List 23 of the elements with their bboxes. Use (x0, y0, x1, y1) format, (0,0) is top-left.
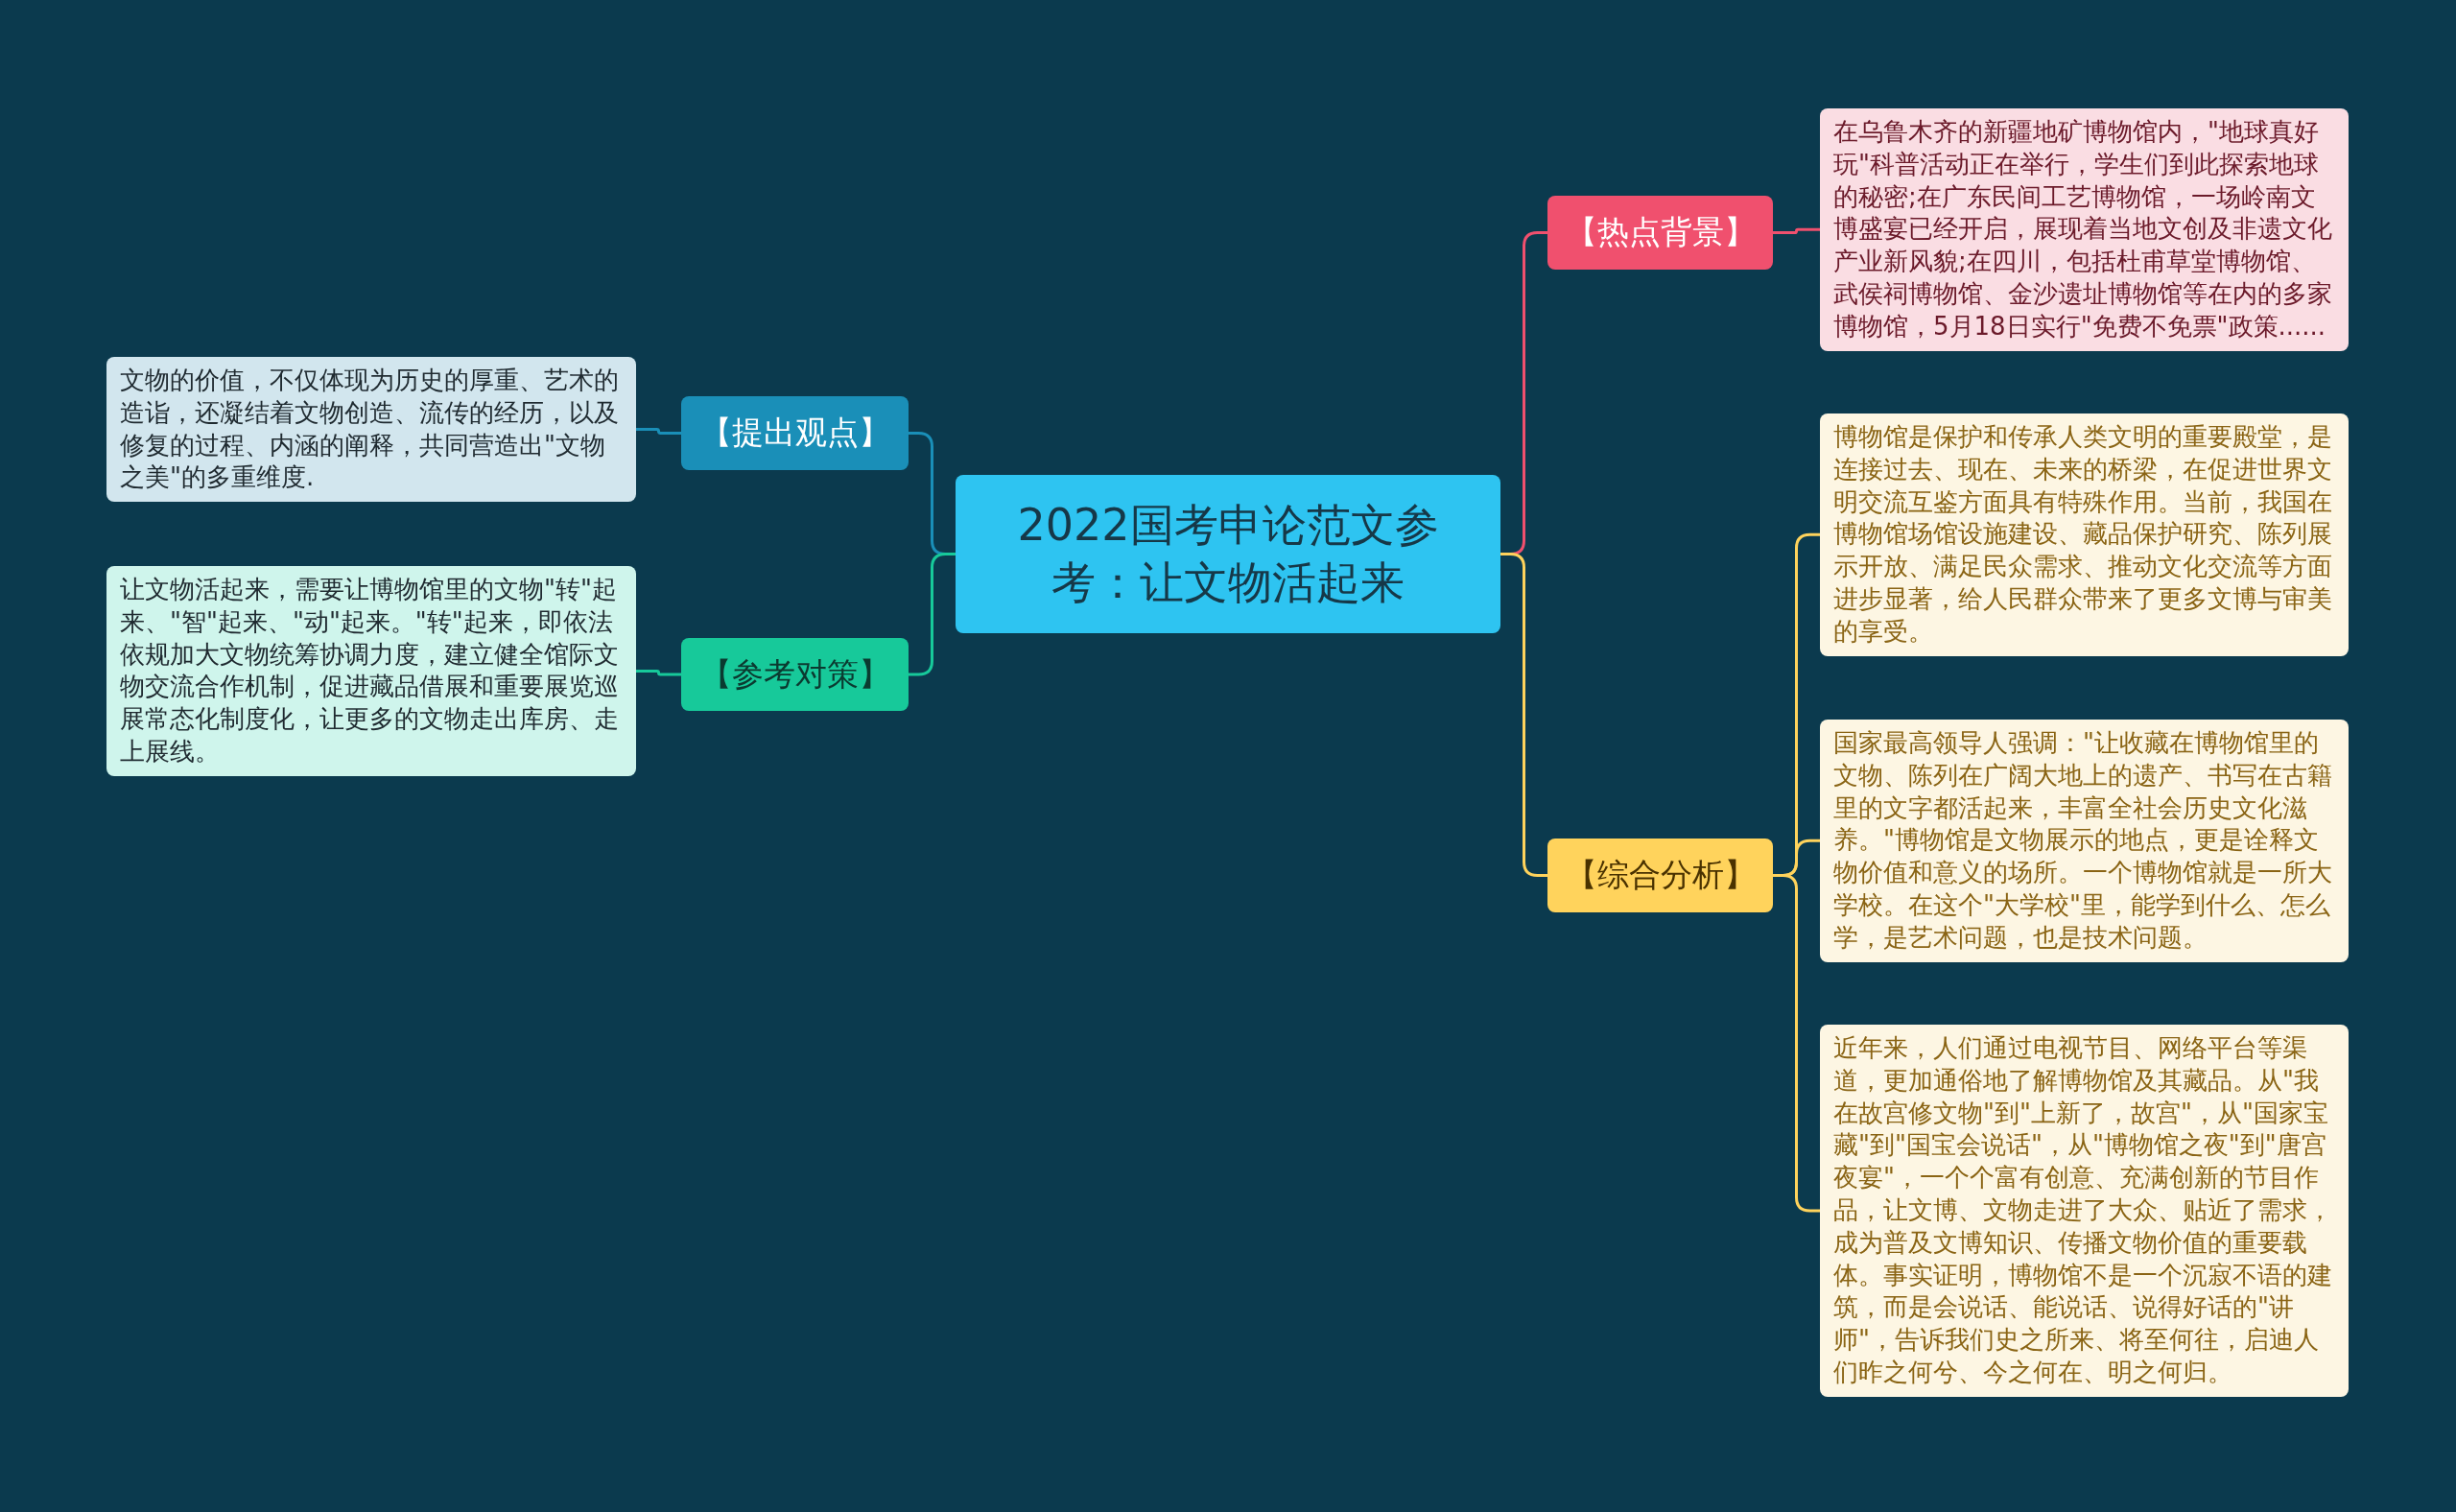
topic-label: 【参考对策】 (698, 653, 891, 695)
paragraph-text: 国家最高领导人强调："让收藏在博物馆里的文物、陈列在广阔大地上的遗产、书写在古籍里的文字都活起来，丰富全社会历史文化滋养。"博物馆是文物展示的地点，更是诠释文物价值和意义的场所。一个博物馆就是一所大学校。在这个"大学校"里，能学到什么、怎么学，是艺术问题，也是技术问题。 (1833, 727, 2333, 954)
connector-line (909, 553, 956, 676)
topic-label: 【综合分析】 (1564, 855, 1757, 896)
connector-line (1773, 874, 1820, 1213)
central-topic (956, 475, 1500, 633)
branch-topic (1547, 196, 1773, 270)
connector-line (1500, 553, 1547, 877)
branch-topic (681, 638, 909, 711)
connector-line (636, 669, 681, 676)
text-card (106, 357, 636, 503)
topic-label: 2022国考申论范文参考：让文物活起来 (1016, 497, 1440, 610)
topic-label: 【提出观点】 (698, 413, 891, 454)
paragraph-text: 博物馆是保护和传承人类文明的重要殿堂，是连接过去、现在、未来的桥梁，在促进世界文明交流互鉴方面具有特殊作用。当前，我国在博物馆场馆设施建设、藏品保护研究、陈列展示开放、满足民众需求、推动文化交流等方面进步显著，给人民群众带来了更多文博与审美的享受。 (1833, 421, 2333, 648)
paragraph-text: 让文物活起来，需要让博物馆里的文物"转"起来、"智"起来、"动"起来。"转"起来，即依法依规加大文物统筹协调力度，建立健全馆际文物交流合作机制，促进藏品借展和重要展览巡展常态化制度化，让更多的文物走出库房、走上展线。 (120, 574, 620, 768)
topic-label: 【热点背景】 (1564, 212, 1757, 253)
paragraph-text: 文物的价值，不仅体现为历史的厚重、艺术的造诣，还凝结着文物创造、流传的经历，以及修复的过程、内涵的阐释，共同营造出"文物之美"的多重维度. (120, 365, 620, 494)
paragraph-text: 近年来，人们通过电视节目、网络平台等渠道，更加通俗地了解博物馆及其藏品。从"我在故宫修文物"到"上新了，故宫"，从"国家宝藏"到"国宝会说话"，从"博物馆之夜"到"唐宫夜宴"，一个个富有创意、充满创新的节目作品，让文博、文物走进了大众、贴近了需求，成为普及文博知识、传播文物价值的重要载体。事实证明，博物馆不是一个沉寂不语的建筑，而是会说话、能说话、说得好话的"讲师"，告诉我们史之所来、将至何往，启迪人们昨之何兮、今之何在、明之何归。 (1833, 1032, 2333, 1388)
branch-topic (1547, 839, 1773, 912)
branch-topic (681, 396, 909, 470)
connector-line (636, 428, 681, 435)
connector-line (1773, 227, 1820, 234)
paragraph-text: 在乌鲁木齐的新疆地矿博物馆内，"地球真好玩"科普活动正在举行，学生们到此探索地球的秘密;在广东民间工艺博物馆，一场岭南文博盛宴已经开启，展现着当地文创及非遗文化产业新风貌;在四川，包括杜甫草堂博物馆、武侯祠博物馆、金沙遗址博物馆等在内的多家博物馆，5月18日实行"免费不免票"政策...... (1833, 116, 2333, 343)
